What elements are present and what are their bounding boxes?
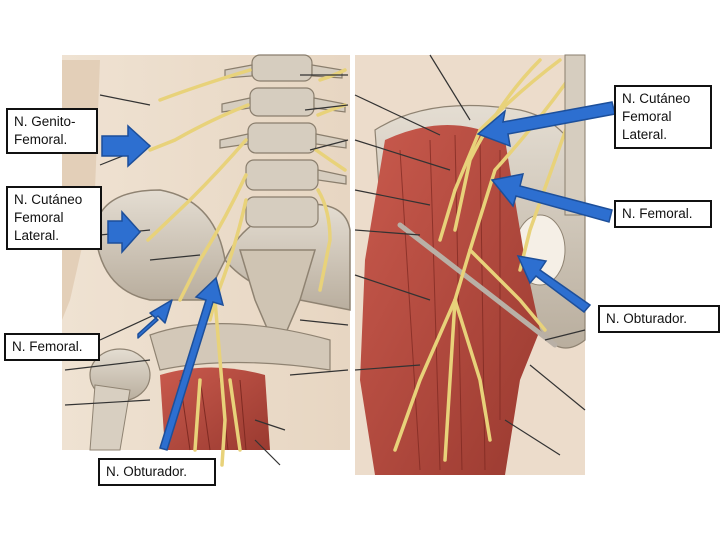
label-line: N. Cutáneo <box>622 91 691 106</box>
label-line: N. Obturador. <box>106 464 188 479</box>
label-cutaneo-left: N. Cutáneo Femoral Lateral. <box>6 186 102 250</box>
lumbar-plexus-nerves <box>146 68 347 467</box>
label-line: N. Femoral. <box>12 339 83 354</box>
label-femoral-right: N. Femoral. <box>614 200 712 228</box>
right-illustration <box>354 54 586 475</box>
arrow-genitofemoral-left <box>101 124 152 168</box>
label-line: Femoral <box>14 210 64 225</box>
right-spine-edge <box>564 54 586 216</box>
right-muscle-fibers <box>399 134 501 471</box>
pointer-arrows <box>101 101 616 451</box>
label-obturador-right: N. Obturador. <box>598 305 720 333</box>
arrow-cutaneo-left <box>107 210 142 254</box>
label-line: N. Genito- <box>14 114 76 129</box>
inguinal-ligament <box>397 222 558 348</box>
label-line: Lateral. <box>14 228 60 243</box>
label-genitofemoral-left: N. Genito- Femoral. <box>6 108 98 154</box>
arrow-obturador-left <box>159 276 225 451</box>
label-line: Femoral. <box>14 132 68 147</box>
arrow-femoral-right <box>490 173 613 223</box>
label-cutaneo-right: N. Cutáneo Femoral Lateral. <box>614 85 712 149</box>
arrow-obturador-right <box>516 255 592 314</box>
arrow-cutaneo-right <box>476 101 616 148</box>
label-line: N. Femoral. <box>622 206 693 221</box>
label-femoral-left: N. Femoral. <box>4 333 100 361</box>
lumbar-spine <box>219 54 347 228</box>
leader-lines-right <box>354 54 586 456</box>
label-obturador-left: N. Obturador. <box>98 458 216 486</box>
label-line: N. Obturador. <box>606 311 688 326</box>
left-illustration <box>62 54 351 467</box>
iliopsoas-and-thigh-muscles <box>360 125 540 475</box>
thigh-muscle-fibers <box>179 377 247 451</box>
label-line: Lateral. <box>622 127 668 142</box>
label-line: N. Cutáneo <box>14 192 83 207</box>
arrow-femoral-left <box>137 299 173 339</box>
label-line: Femoral <box>622 109 672 124</box>
